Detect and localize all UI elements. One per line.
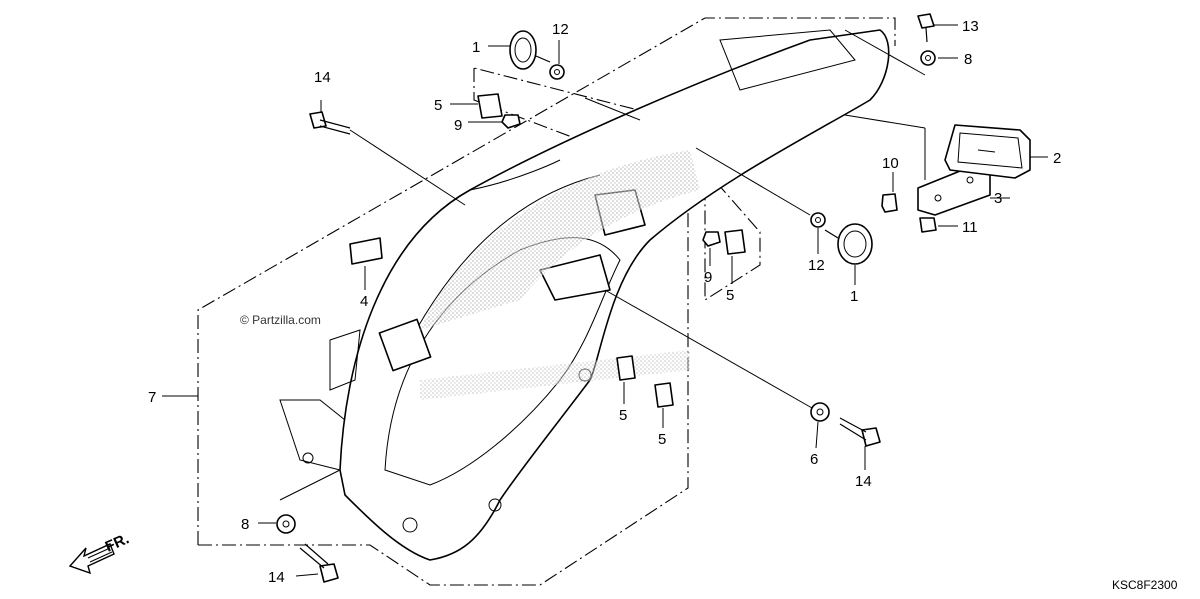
callout-10: 10 bbox=[882, 155, 899, 172]
leader-lines bbox=[162, 24, 1048, 577]
small-hardware bbox=[276, 13, 937, 583]
side-reflector-upper bbox=[509, 30, 551, 70]
front-direction-arrow: FR. bbox=[68, 530, 132, 575]
callout-8: 8 bbox=[964, 51, 972, 68]
callout-5: 5 bbox=[619, 407, 627, 424]
callout-13: 13 bbox=[962, 18, 979, 35]
callout-5: 5 bbox=[434, 97, 442, 114]
callout-14: 14 bbox=[855, 473, 872, 490]
direction-label: FR. bbox=[103, 530, 132, 555]
watermark: © Partzilla.com bbox=[240, 313, 321, 327]
callout-1: 1 bbox=[850, 288, 858, 305]
callout-5: 5 bbox=[726, 287, 734, 304]
callout-9: 9 bbox=[704, 269, 712, 286]
side-reflector-lower bbox=[824, 223, 873, 265]
callout-5: 5 bbox=[658, 431, 666, 448]
callout-12: 12 bbox=[552, 21, 569, 38]
rear-fender bbox=[279, 29, 890, 561]
callout-14: 14 bbox=[268, 569, 285, 586]
callout-1: 1 bbox=[472, 39, 480, 56]
callout-6: 6 bbox=[810, 451, 818, 468]
callout-14: 14 bbox=[314, 69, 331, 86]
callout-11: 11 bbox=[962, 219, 978, 236]
callout-7: 7 bbox=[148, 389, 156, 406]
callout-4: 4 bbox=[360, 293, 368, 310]
callout-2: 2 bbox=[1053, 150, 1061, 167]
callout-12: 12 bbox=[808, 257, 825, 274]
drawing-code: KSC8F2300 bbox=[1112, 578, 1178, 592]
callout-8: 8 bbox=[241, 516, 249, 533]
callout-3: 3 bbox=[994, 190, 1002, 207]
callout-labels: 1 12 13 8 14 5 9 2 10 3 11 4 9 12 5 1 7 … bbox=[148, 18, 1178, 592]
callout-9: 9 bbox=[454, 117, 462, 134]
rear-reflector bbox=[944, 124, 1031, 179]
